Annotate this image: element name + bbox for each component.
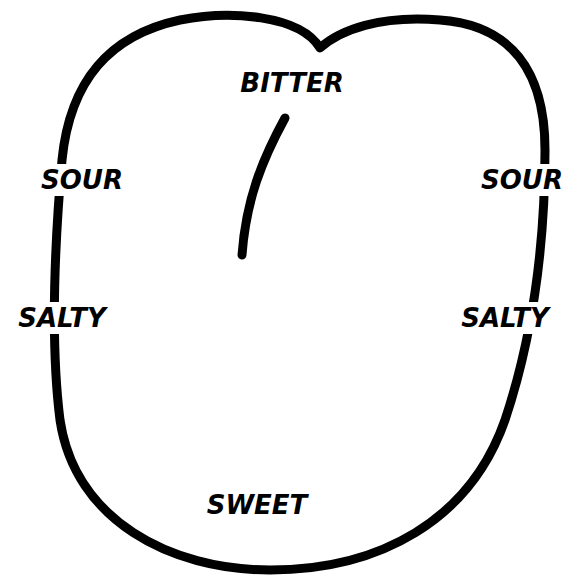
- taste-label: SOUR: [36, 164, 128, 197]
- taste-label: SALTY: [13, 302, 111, 335]
- taste-label: SWEET: [202, 489, 313, 522]
- taste-label: BITTER: [235, 67, 348, 100]
- taste-label: SOUR: [476, 164, 568, 197]
- taste-label: SALTY: [456, 302, 554, 335]
- tongue-outline: [54, 15, 545, 570]
- median-groove: [242, 118, 285, 255]
